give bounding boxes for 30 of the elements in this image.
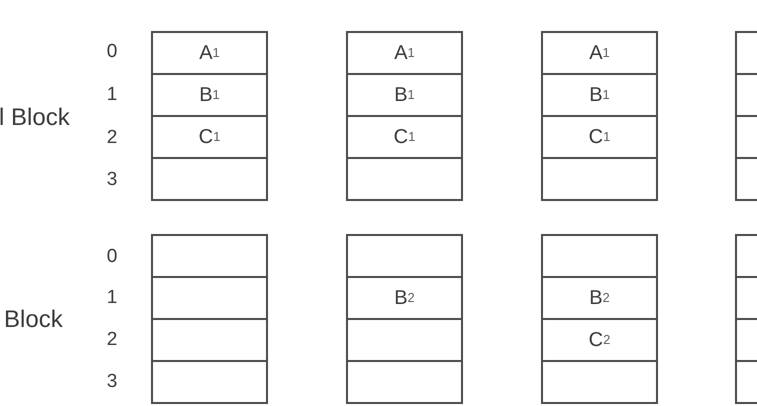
slot-cell bbox=[735, 115, 757, 157]
slot-cell bbox=[346, 360, 463, 404]
row-index: 2 bbox=[106, 329, 118, 351]
block-label: l Block bbox=[0, 104, 70, 132]
slot-cell bbox=[735, 276, 757, 318]
slot-cell bbox=[346, 318, 463, 360]
slot-cell bbox=[151, 157, 268, 201]
slot-cell bbox=[151, 234, 268, 276]
row-index: 0 bbox=[106, 41, 118, 63]
slot-cell bbox=[735, 360, 757, 404]
slot-cell bbox=[735, 234, 757, 276]
row-index: 1 bbox=[106, 84, 118, 106]
slot-cell bbox=[735, 157, 757, 201]
block-label: Block bbox=[4, 306, 63, 334]
slot-cell bbox=[346, 234, 463, 276]
row-index: 1 bbox=[106, 287, 118, 309]
slot-cell bbox=[151, 360, 268, 404]
slot-cell bbox=[735, 73, 757, 115]
row-index: 2 bbox=[106, 127, 118, 149]
slot-cell bbox=[541, 234, 658, 276]
slot-cell bbox=[541, 157, 658, 201]
row-index: 3 bbox=[106, 169, 118, 191]
slot-cell bbox=[735, 318, 757, 360]
slot-cell bbox=[151, 276, 268, 318]
slot-cell bbox=[735, 31, 757, 73]
row-index: 3 bbox=[106, 371, 118, 393]
slot-cell bbox=[346, 157, 463, 201]
slot-cell bbox=[151, 318, 268, 360]
slot-cell bbox=[541, 360, 658, 404]
row-index: 0 bbox=[106, 246, 118, 268]
